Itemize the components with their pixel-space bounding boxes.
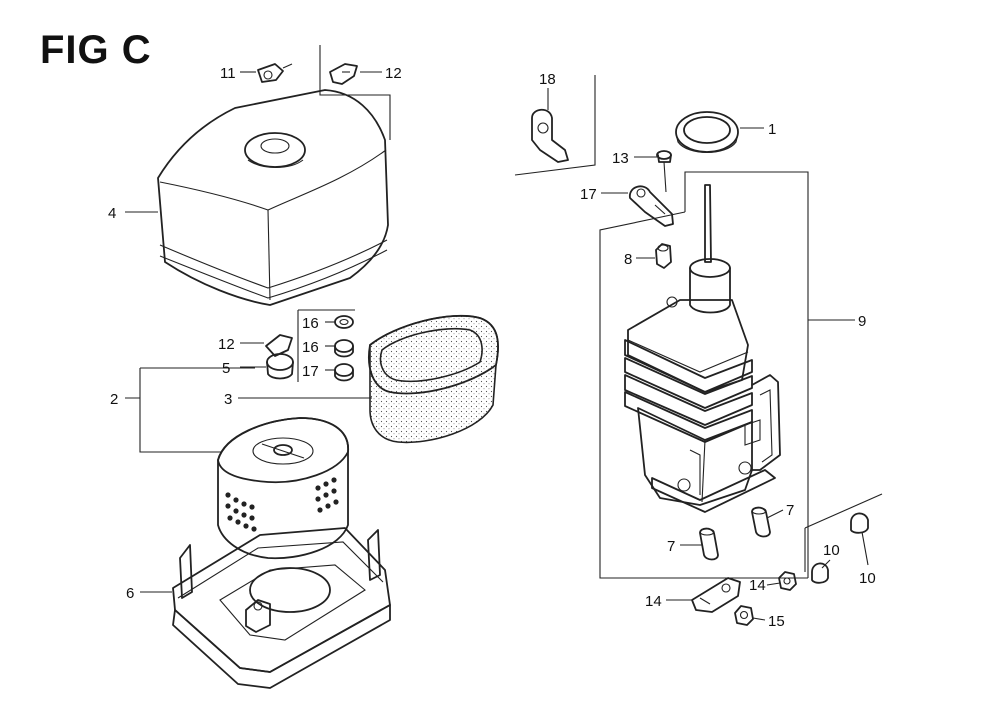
callout-18: 18 [539, 71, 556, 88]
air-cleaner-case [172, 527, 391, 689]
callout-4: 4 [108, 205, 116, 222]
callout-8: 8 [624, 251, 632, 268]
bolt [656, 150, 672, 193]
wing-nut [257, 63, 293, 83]
callout-10-left: 10 [823, 542, 840, 559]
callout-13: 13 [612, 150, 629, 167]
bracket-lower [691, 577, 741, 613]
divider-line [804, 493, 883, 529]
leader-lines [125, 71, 869, 621]
nut [655, 243, 672, 269]
callout-12-lower: 12 [218, 336, 235, 353]
grommet [266, 353, 294, 380]
callout-6: 6 [126, 585, 134, 602]
assembly-9-bracket [599, 171, 809, 579]
seal-ring [675, 111, 739, 153]
callout-15: 16 [302, 315, 319, 332]
callout-7-lower: 7 [667, 538, 675, 555]
callout-17-lower: 14 [645, 593, 662, 610]
callout-9: 9 [858, 313, 866, 330]
callout-2: 2 [110, 391, 118, 408]
breather-clamp [514, 75, 596, 176]
callout-14-upper: 14 [749, 577, 766, 594]
callout-1: 1 [768, 121, 776, 138]
callout-labels: 11 12 4 12 16 16 17 5 2 3 6 18 1 13 17 8… [108, 65, 876, 630]
foam-pre-filter [368, 314, 499, 444]
callout-11: 11 [220, 65, 236, 82]
air-cleaner-housing [624, 184, 781, 513]
callout-5: 5 [222, 360, 230, 377]
cap-10-right [850, 512, 869, 534]
callout-10-right: 10 [859, 570, 876, 587]
callout-7-upper: 7 [786, 502, 794, 519]
cap-10-left [811, 562, 829, 584]
callout-16-lower: 17 [302, 363, 319, 380]
clip-upper [319, 45, 391, 140]
callout-14-lower: 15 [768, 613, 785, 630]
bracket-upper [629, 185, 674, 227]
nut-14-lower [734, 605, 754, 626]
callout-12-upper: 12 [385, 65, 402, 82]
tube-upper [751, 506, 771, 538]
tube-lower [699, 527, 719, 561]
filter-perforations [225, 477, 339, 532]
paper-filter-element [217, 417, 349, 560]
nut-14-upper [778, 571, 797, 591]
callout-3: 3 [224, 391, 232, 408]
clip-lower [265, 334, 293, 357]
callout-17-upper: 17 [580, 186, 597, 203]
air-cleaner-cover [157, 89, 389, 306]
callout-16-upper: 16 [302, 339, 319, 356]
figure-title: FIG C [40, 28, 152, 72]
